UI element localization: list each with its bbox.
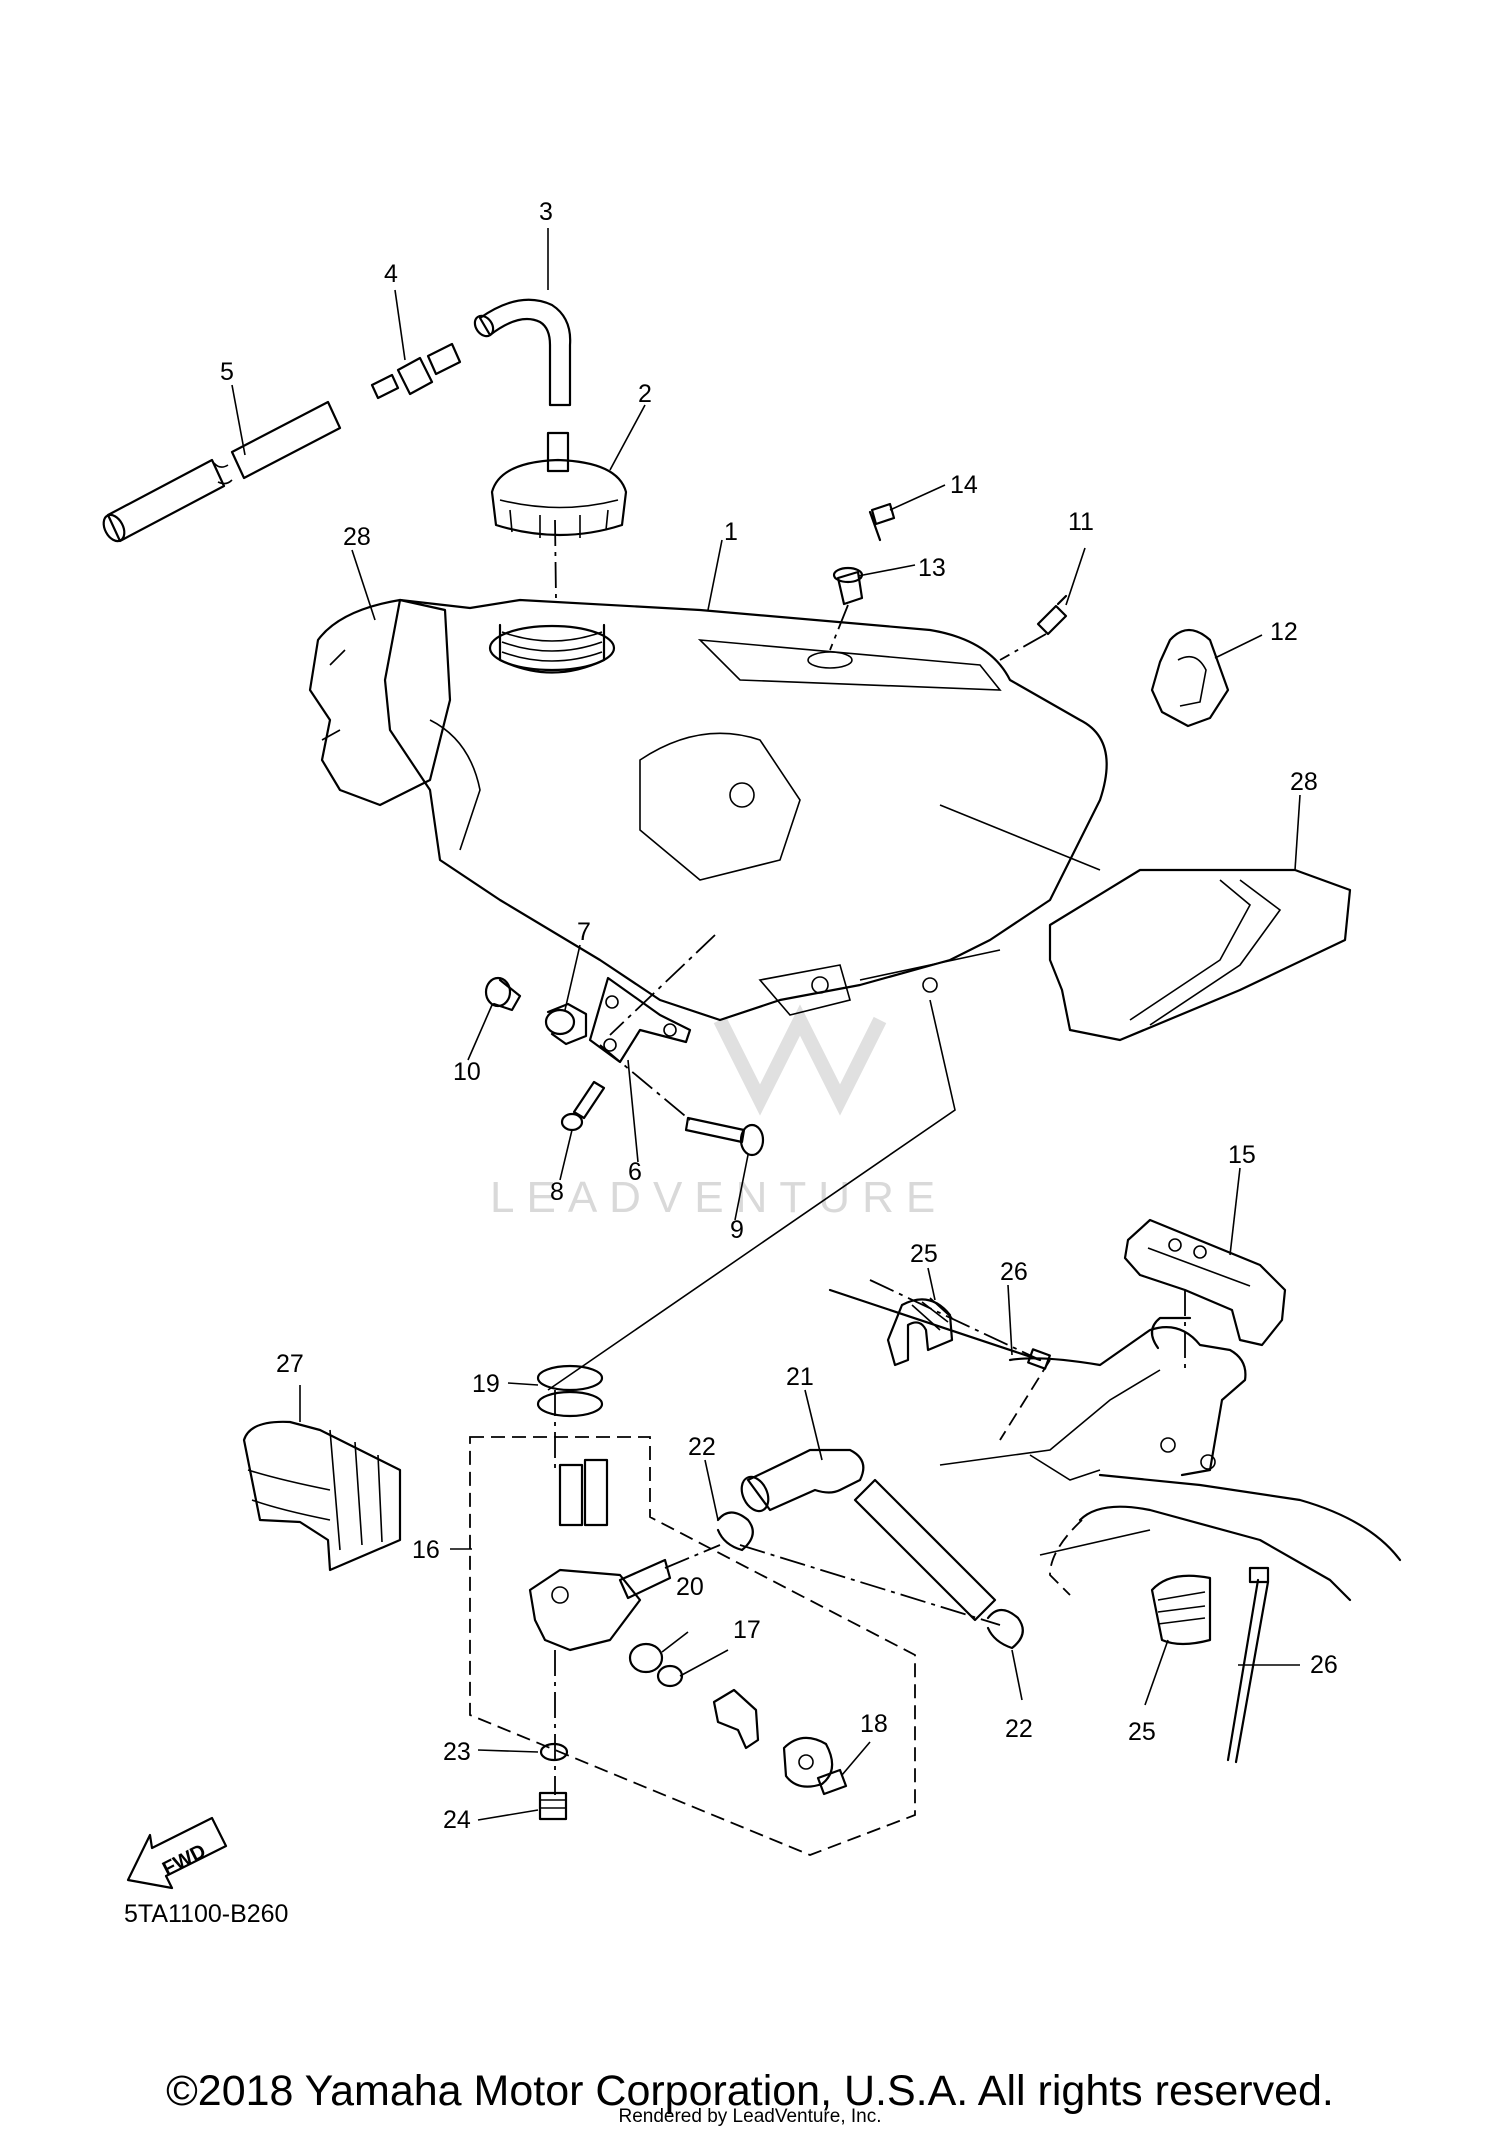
part-washer-23[interactable] — [539, 1742, 569, 1762]
part-joint-4[interactable] — [370, 342, 462, 400]
callout-4: 4 — [384, 260, 398, 288]
part-oring-17[interactable] — [656, 1664, 684, 1688]
part-damper-12[interactable] — [1150, 628, 1230, 728]
part-fuel-cock-assy-16-box — [450, 1436, 916, 1856]
callout-23: 23 — [443, 1738, 471, 1766]
callout-14: 14 — [950, 471, 978, 499]
callout-18: 18 — [860, 1710, 888, 1738]
callout-10: 10 — [453, 1058, 481, 1086]
callout-26b: 26 — [1310, 1651, 1338, 1679]
copyright-notice: ©2018 Yamaha Motor Corporation, U.S.A. A… — [166, 2067, 1334, 2115]
watermark: LEADVENTURE — [490, 1004, 947, 1222]
callout-9: 9 — [730, 1216, 744, 1244]
callout-16: 16 — [412, 1536, 440, 1564]
assembly-lines — [547, 519, 1186, 1795]
callout-3: 3 — [539, 198, 553, 226]
part-fuel-tank-1[interactable] — [383, 598, 1108, 1022]
callout-19: 19 — [472, 1370, 500, 1398]
part-bolt-14[interactable] — [868, 502, 896, 542]
callout-11: 11 — [1068, 508, 1094, 536]
callout-5: 5 — [220, 358, 234, 386]
watermark-text: LEADVENTURE — [490, 1173, 947, 1222]
rendered-by-notice: Rendered by LeadVenture, Inc. — [618, 2106, 882, 2127]
callout-7: 7 — [577, 918, 591, 946]
fwd-label: FWD — [159, 1840, 210, 1880]
leader-lines — [231, 228, 1301, 1821]
part-damper-7[interactable] — [544, 1002, 588, 1046]
part-bracket-6[interactable] — [588, 976, 692, 1064]
callout-26a: 26 — [1000, 1258, 1028, 1286]
part-cable-tie-26-lower[interactable] — [1226, 1566, 1270, 1764]
part-cover-27[interactable] — [242, 1420, 402, 1572]
callout-2: 2 — [638, 380, 652, 408]
part-plate[interactable] — [782, 1736, 834, 1788]
part-bolt-24[interactable] — [538, 1791, 568, 1821]
part-clip-22-lower[interactable] — [986, 1608, 1024, 1650]
part-shroud-28-right[interactable] — [1048, 868, 1352, 1042]
callout-28b: 28 — [1290, 768, 1318, 796]
part-bolt-8[interactable] — [560, 1080, 606, 1132]
callout-20: 20 — [676, 1573, 704, 1601]
callout-17: 17 — [733, 1616, 761, 1644]
part-hose-5[interactable] — [99, 400, 342, 545]
frame-outline — [939, 1316, 1402, 1602]
part-fuel-cock-body[interactable] — [528, 1458, 721, 1652]
callout-1: 1 — [724, 518, 738, 546]
part-frame-cover-15[interactable] — [1123, 1218, 1287, 1347]
part-bolt-11[interactable] — [1036, 594, 1068, 636]
callout-12: 12 — [1270, 618, 1298, 646]
part-strainer-19[interactable] — [536, 1364, 604, 1418]
part-clamp-25-lower[interactable] — [1150, 1574, 1212, 1646]
part-shroud-28-left[interactable] — [308, 598, 452, 807]
callout-6: 6 — [628, 1158, 642, 1186]
part-screw-18[interactable] — [816, 1768, 848, 1796]
callout-25b: 25 — [1128, 1718, 1156, 1746]
part-clip-22-upper[interactable] — [716, 1511, 754, 1552]
callout-13: 13 — [918, 554, 946, 582]
callout-22a: 22 — [688, 1433, 716, 1461]
part-hose-21[interactable] — [737, 1448, 997, 1622]
callout-27: 27 — [276, 1350, 304, 1378]
part-oring-20[interactable] — [628, 1642, 664, 1674]
callout-24: 24 — [443, 1806, 471, 1834]
callout-8: 8 — [550, 1178, 564, 1206]
part-clamp-25-upper[interactable] — [886, 1297, 954, 1367]
part-lever[interactable] — [712, 1688, 760, 1750]
part-bolt-10[interactable] — [484, 976, 522, 1012]
part-collar-13[interactable] — [832, 566, 864, 606]
callout-labels: 1 2 3 4 5 6 7 8 9 10 11 12 13 14 15 16 1… — [220, 198, 1338, 1834]
fwd-arrow-icon: FWD — [126, 1816, 228, 1890]
callout-25a: 25 — [910, 1240, 938, 1268]
callout-28a: 28 — [343, 523, 371, 551]
diagram-code: 5TA1100-B260 — [124, 1900, 288, 1928]
part-fuel-cap-2[interactable] — [490, 431, 628, 538]
part-breather-hose-3[interactable] — [471, 298, 572, 407]
part-bolt-9[interactable] — [684, 1116, 765, 1157]
callout-15: 15 — [1228, 1141, 1256, 1169]
callout-22b: 22 — [1005, 1715, 1033, 1743]
callout-21: 21 — [786, 1363, 814, 1391]
